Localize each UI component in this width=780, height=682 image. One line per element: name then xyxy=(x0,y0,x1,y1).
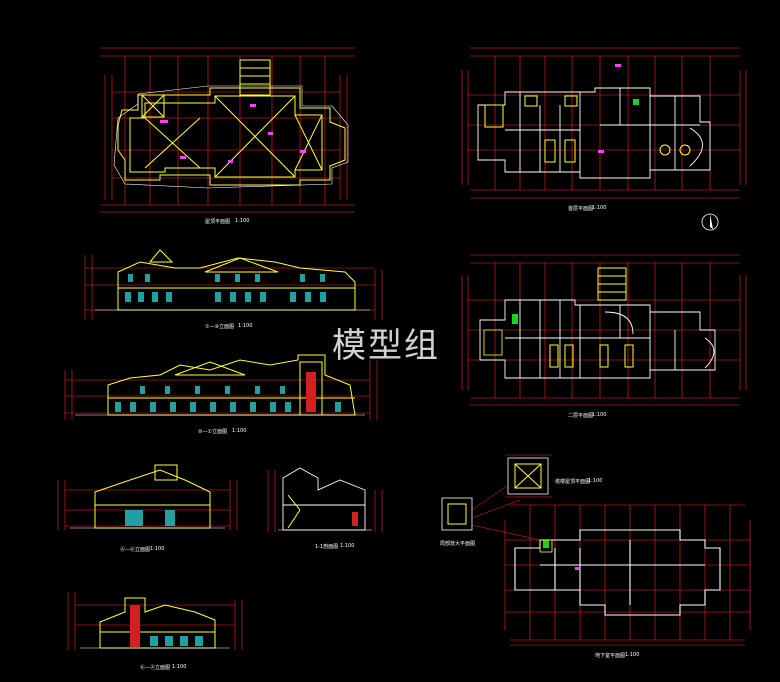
basement-plan-scale: 1:100 xyxy=(625,652,640,658)
first-floor-plan-scale: 1:100 xyxy=(592,205,607,211)
rear-elevation-scale: 1:100 xyxy=(232,428,247,434)
second-floor-plan-scale: 1:100 xyxy=(592,412,607,418)
tower-plan-drawing xyxy=(505,454,552,498)
detail-plan-drawing xyxy=(441,484,541,541)
rear-elevation-drawing xyxy=(64,354,378,420)
side-elevation-a-label: Ⓐ—Ⓚ立面图 xyxy=(120,547,151,553)
front-elevation-label: ①—⑩立面图 xyxy=(205,324,234,330)
watermark-text: 模型组 xyxy=(332,326,440,366)
second-floor-plan-label: 二层平面图 xyxy=(568,413,594,419)
second-floor-plan-drawing xyxy=(461,254,747,406)
tower-plan-scale: 1:100 xyxy=(588,478,603,484)
front-elevation-scale: 1:100 xyxy=(238,323,253,329)
side-elevation-b-drawing xyxy=(67,592,243,650)
tower-plan-label: 塔楼屋顶平面图 xyxy=(555,479,591,485)
first-floor-plan-label: 首层平面图 xyxy=(568,206,594,212)
rear-elevation-label: ⑩—①立面图 xyxy=(198,429,227,435)
roof-plan-drawing xyxy=(100,47,355,213)
section-scale: 1:100 xyxy=(340,543,355,549)
side-elevation-b-scale: 1:100 xyxy=(172,664,187,670)
section-label: 1-1剖面图 xyxy=(315,544,339,550)
side-elevation-b-label: Ⓚ—Ⓐ立面图 xyxy=(140,665,171,671)
basement-plan-label: 地下室平面图 xyxy=(595,653,626,659)
side-elevation-a-drawing xyxy=(57,464,238,530)
roof-plan-scale: 1:100 xyxy=(235,218,250,224)
section-drawing xyxy=(267,467,383,532)
basement-plan-drawing xyxy=(504,504,751,646)
front-elevation-drawing xyxy=(84,249,383,320)
detail-plan-label: 局部放大平面图 xyxy=(440,541,476,547)
side-elevation-a-scale: 1:100 xyxy=(150,546,165,552)
roof-plan-label: 屋顶平面图 xyxy=(205,219,231,225)
first-floor-plan-drawing xyxy=(461,47,747,231)
